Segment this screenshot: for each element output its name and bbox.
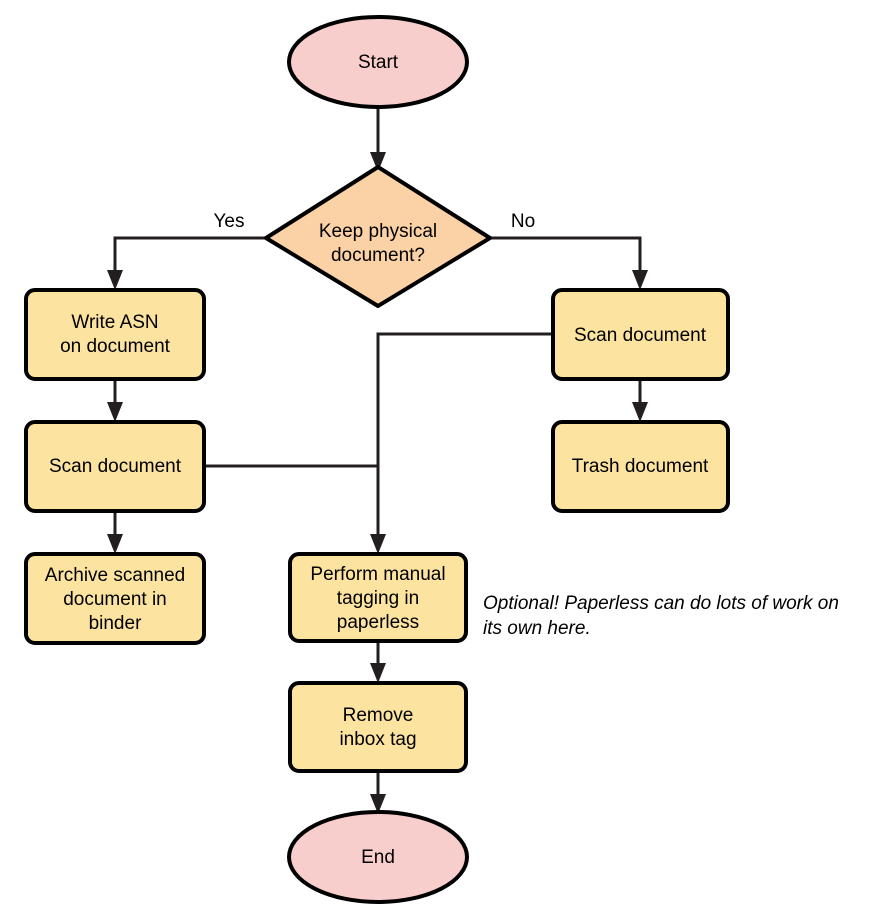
- scan-document-left-box[interactable]: [24, 420, 206, 513]
- end-ellipse[interactable]: [287, 810, 469, 904]
- write-asn-label-line1: Write ASN: [71, 312, 158, 333]
- decision-diamond[interactable]: [264, 165, 492, 308]
- decision-label-line2: document?: [331, 245, 425, 266]
- node-start[interactable]: Start: [287, 15, 469, 109]
- node-end[interactable]: End: [287, 810, 469, 904]
- edge-remove-inbox-to-end: [370, 771, 386, 814]
- node-decision-keep-physical-document[interactable]: Keep physical document?: [264, 165, 492, 308]
- edge-start-to-decision: [370, 105, 386, 172]
- edge-label-no: No: [511, 211, 535, 232]
- edge-write-asn-to-scan-left: [107, 379, 123, 422]
- edge-tagging-to-remove-inbox: [370, 641, 386, 683]
- edge-decision-no-to-scan-right: [490, 236, 648, 290]
- write-asn-box[interactable]: [24, 288, 206, 381]
- tagging-label-line1: Perform manual: [310, 564, 445, 585]
- end-label: End: [361, 847, 395, 868]
- annotation-optional-note: Optional! Paperless can do lots of work …: [483, 593, 839, 639]
- tagging-label-line2: tagging in: [337, 588, 419, 609]
- tagging-box[interactable]: [288, 552, 468, 643]
- start-ellipse[interactable]: [287, 15, 469, 109]
- remove-inbox-label-line1: Remove: [343, 705, 414, 726]
- scan-document-left-label: Scan document: [49, 456, 182, 477]
- decision-label-line1: Keep physical: [319, 221, 437, 242]
- node-archive-scanned-document[interactable]: Archive scanned document in binder: [24, 552, 206, 645]
- archive-box[interactable]: [24, 552, 206, 645]
- edge-scan-right-to-tagging: [370, 332, 553, 554]
- edge-scan-left-to-archive: [107, 511, 123, 554]
- archive-label-line3: binder: [89, 613, 142, 634]
- start-label: Start: [358, 52, 399, 73]
- note-line-2: its own here.: [483, 618, 591, 639]
- archive-label-line1: Archive scanned: [45, 565, 185, 586]
- scan-document-right-label: Scan document: [574, 325, 707, 346]
- scan-document-right-box[interactable]: [551, 288, 730, 381]
- node-perform-manual-tagging[interactable]: Perform manual tagging in paperless: [288, 552, 468, 643]
- trash-document-box[interactable]: [551, 420, 730, 513]
- note-line-1: Optional! Paperless can do lots of work …: [483, 593, 839, 614]
- node-trash-document[interactable]: Trash document: [551, 420, 730, 513]
- edge-label-yes: Yes: [214, 211, 245, 232]
- archive-label-line2: document in: [63, 589, 167, 610]
- trash-document-label: Trash document: [572, 456, 709, 477]
- remove-inbox-label-line2: inbox tag: [339, 729, 416, 750]
- write-asn-label-line2: on document: [60, 336, 171, 357]
- node-remove-inbox-tag[interactable]: Remove inbox tag: [288, 681, 468, 773]
- node-scan-document-right[interactable]: Scan document: [551, 288, 730, 381]
- tagging-label-line3: paperless: [337, 612, 419, 633]
- node-scan-document-left[interactable]: Scan document: [24, 420, 206, 513]
- remove-inbox-box[interactable]: [288, 681, 468, 773]
- edge-decision-yes-to-write-asn: [107, 236, 266, 290]
- node-write-asn-on-document[interactable]: Write ASN on document: [24, 288, 206, 381]
- edge-scan-right-to-trash: [632, 379, 648, 422]
